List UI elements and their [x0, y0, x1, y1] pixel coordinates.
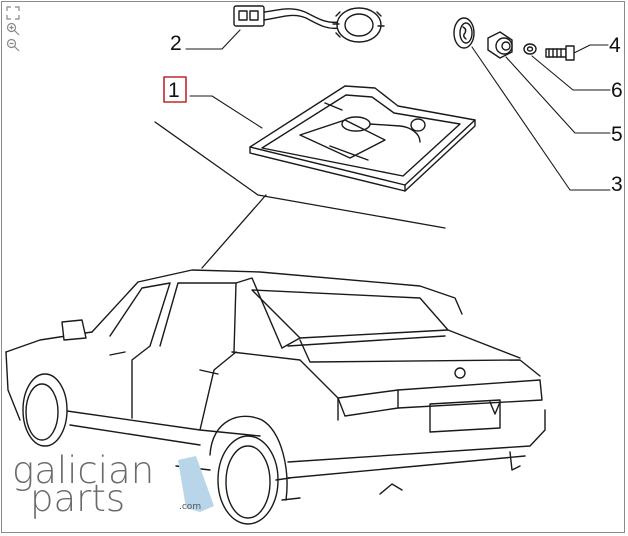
part-2-wiring-harness[interactable] — [233, 5, 385, 43]
callout-4[interactable]: 4 — [609, 34, 621, 57]
part-3-lens[interactable] — [453, 17, 475, 49]
callout-1[interactable]: 1 — [168, 79, 180, 102]
callout-3[interactable]: 3 — [611, 173, 623, 196]
callout-2[interactable]: 2 — [170, 32, 182, 55]
fullscreen-icon[interactable] — [6, 6, 20, 20]
callout-1-highlight — [163, 76, 187, 103]
logo-text-line2: parts — [30, 477, 126, 520]
logo-text-suffix: .com — [179, 502, 202, 512]
car-illustration — [5, 269, 546, 525]
zoom-in-icon[interactable] — [6, 22, 20, 36]
galicianparts-logo: galician parts .com — [8, 450, 218, 522]
zoom-toolbar — [6, 6, 22, 54]
callout-5[interactable]: 5 — [611, 123, 623, 146]
callout-6[interactable]: 6 — [611, 79, 623, 102]
logo-accent-shape — [178, 456, 214, 512]
part-5-bulb-holder[interactable] — [487, 31, 513, 59]
logo-text-line1: galician — [12, 449, 155, 492]
part-6-nut[interactable] — [523, 43, 537, 55]
part-4-screw[interactable] — [545, 45, 575, 61]
zoom-out-icon[interactable] — [6, 38, 20, 52]
part-1-lamp-housing[interactable] — [249, 85, 476, 192]
